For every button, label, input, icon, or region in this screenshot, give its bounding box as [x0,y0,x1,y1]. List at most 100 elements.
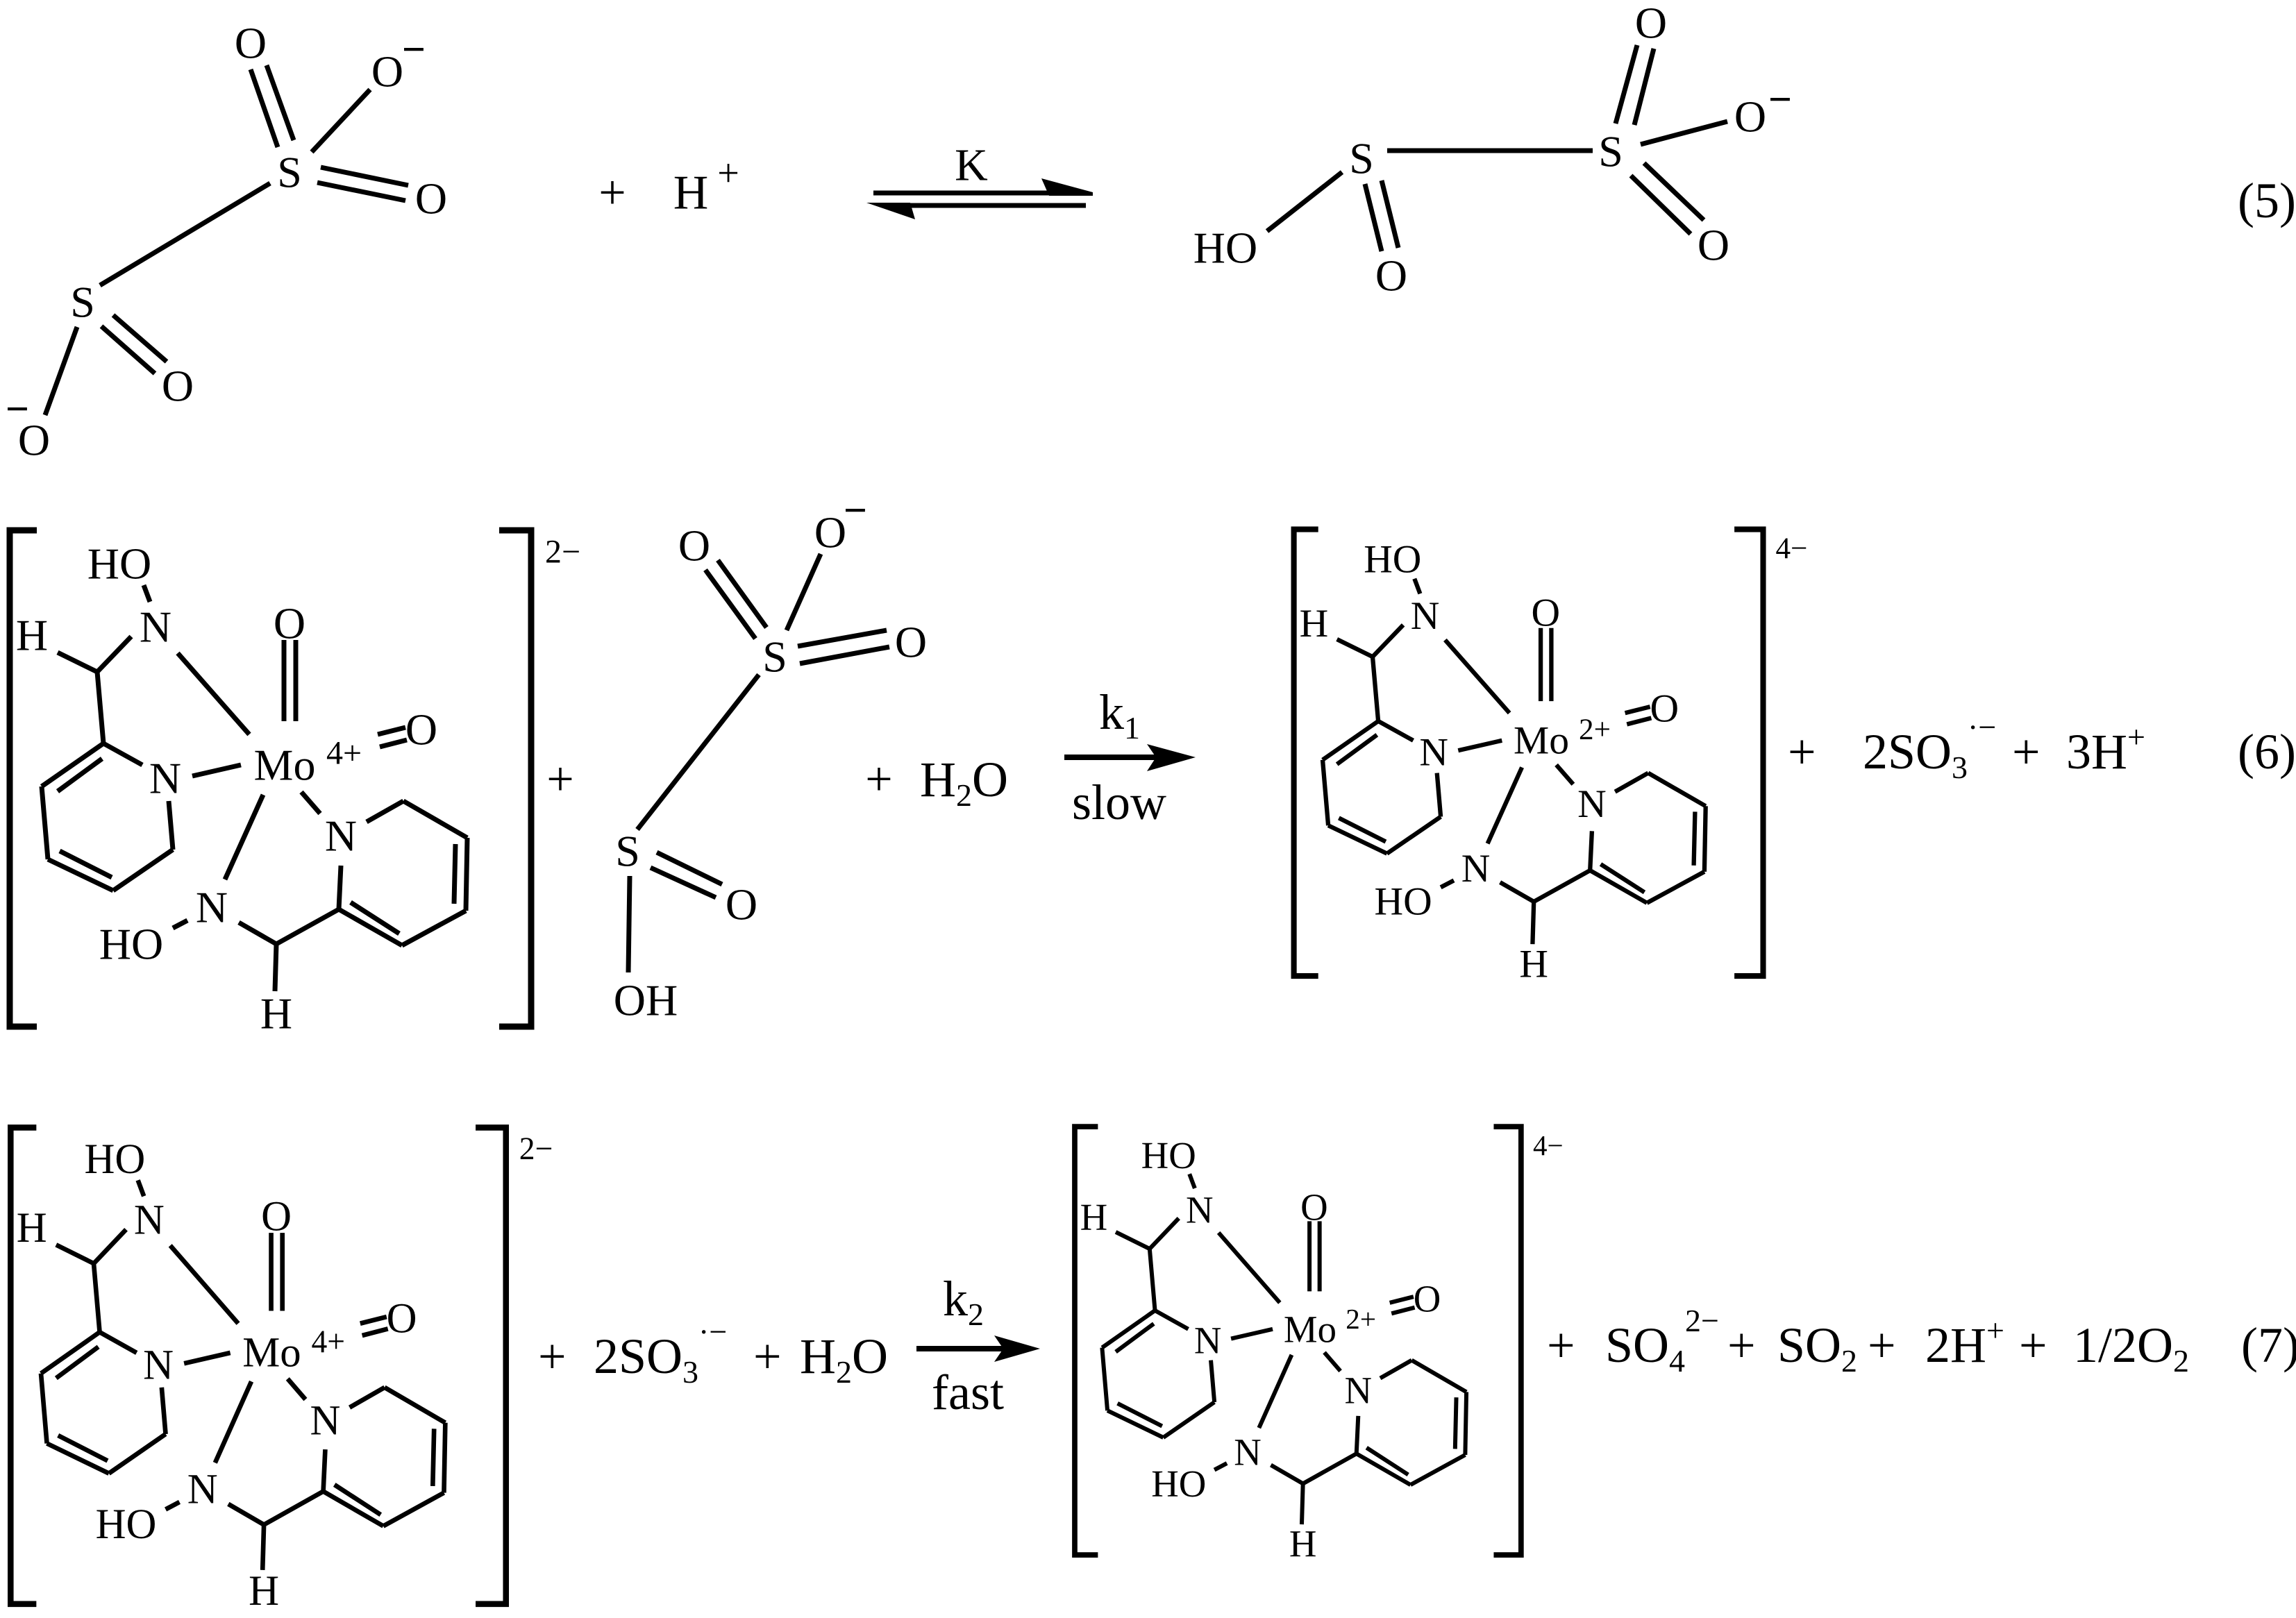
molybdenum-oxidation-charge: 4+ [326,735,362,772]
atom-n-top: N [140,602,171,652]
bond [1321,719,1380,762]
atom-n-bottom: N [187,1466,218,1512]
dithionite-reactant: O O − S O S O O − [6,19,447,465]
water: H2O [920,752,1008,813]
bond [337,907,403,948]
s-o-double-bond [1632,48,1657,126]
atom-ho-bottom: HO [1375,880,1432,924]
bond [1626,716,1652,727]
bond [159,1387,168,1435]
atom-o: O [415,174,447,224]
bond [222,793,266,881]
negative-charge: − [402,26,426,72]
atom-o: O [814,508,846,557]
rate-constant-subscript: 1 [1124,710,1140,745]
atom-n-py2: N [310,1397,340,1444]
sulfite-formula: 2SO [1863,724,1952,779]
plus-sign: + [1788,724,1816,779]
bond [1154,1308,1189,1331]
atom-o: O [1375,251,1407,301]
rate-constant-k: k [1099,684,1124,740]
atom-n-py2: N [325,811,357,861]
bond [1106,1408,1164,1440]
hydroxyl-group: OH [614,976,678,1025]
sulfate: SO42− [1605,1303,1719,1379]
bond [1320,759,1331,826]
bond [1355,1451,1412,1487]
oxygen: 1/2O2 [2073,1317,2189,1379]
bond [348,1385,386,1410]
bond [272,943,279,992]
bond [1147,1248,1157,1311]
atom-h-top: H [1300,602,1329,646]
bond [401,908,467,948]
negative-charge: − [6,386,29,432]
bond [1457,738,1503,753]
forward-half-arrowhead [1041,178,1093,196]
arrowhead [994,1335,1040,1362]
bond [1599,862,1646,895]
bond [1100,1347,1110,1411]
bond [1336,637,1374,659]
plus-sign: + [598,167,626,220]
bond [1614,770,1650,794]
atom-ho-bottom: HO [96,1501,157,1548]
bond [402,798,469,841]
bond [382,1490,446,1528]
bond [171,918,189,931]
water-h: H [800,1329,836,1384]
s-o-double-bond [1629,174,1693,236]
bond [1410,1358,1468,1394]
left-bracket [1072,1124,1098,1558]
bond [1439,878,1455,890]
proton-charge: + [717,152,739,195]
atom-ho-top: HO [84,1136,145,1183]
bond [442,1422,448,1493]
plus-sign: + [1547,1317,1575,1373]
atom-n-bottom: N [1461,847,1491,891]
bond [1335,733,1379,766]
atom-o-equatorial: O [387,1295,417,1342]
atom-h-top: H [16,611,48,660]
atom-s: S [615,827,640,876]
atom-o: O [726,880,757,929]
s-s-bond [99,180,271,288]
s-o-double-bond [703,568,757,641]
atom-n-py2: N [1577,782,1607,826]
bond [1434,773,1443,817]
atom-n-top: N [134,1197,165,1243]
atom-o: O [678,521,710,571]
sulfite-charge: ·− [1968,709,1996,745]
bond [135,1179,146,1197]
atom-s: S [1598,127,1623,176]
s-s-bond [635,673,761,832]
rate-label: fast [932,1365,1004,1420]
s-o-double-bond [320,165,409,188]
plus-sign: + [1727,1317,1756,1373]
atom-h-bottom: H [249,1568,279,1615]
bond [1385,815,1442,856]
water-h: H [920,752,956,807]
bond [285,1377,308,1401]
equation-number: (7) [2241,1317,2296,1373]
bond [57,1433,109,1463]
atom-o: O [1698,221,1729,270]
bond [1114,1322,1155,1354]
bond [379,737,408,750]
proton-formula: 2H [1925,1317,1986,1373]
sulfite-subscript: 3 [1952,750,1968,785]
equilibrium-arrow: K [866,140,1093,219]
bond [1302,1451,1358,1486]
bond [47,857,115,893]
proton-charge: + [1986,1313,2004,1348]
protonated-dithionite-product: HO S O S O O − O [1193,0,1792,301]
bond [349,900,401,936]
bond [165,1499,181,1512]
bond [1589,868,1648,905]
